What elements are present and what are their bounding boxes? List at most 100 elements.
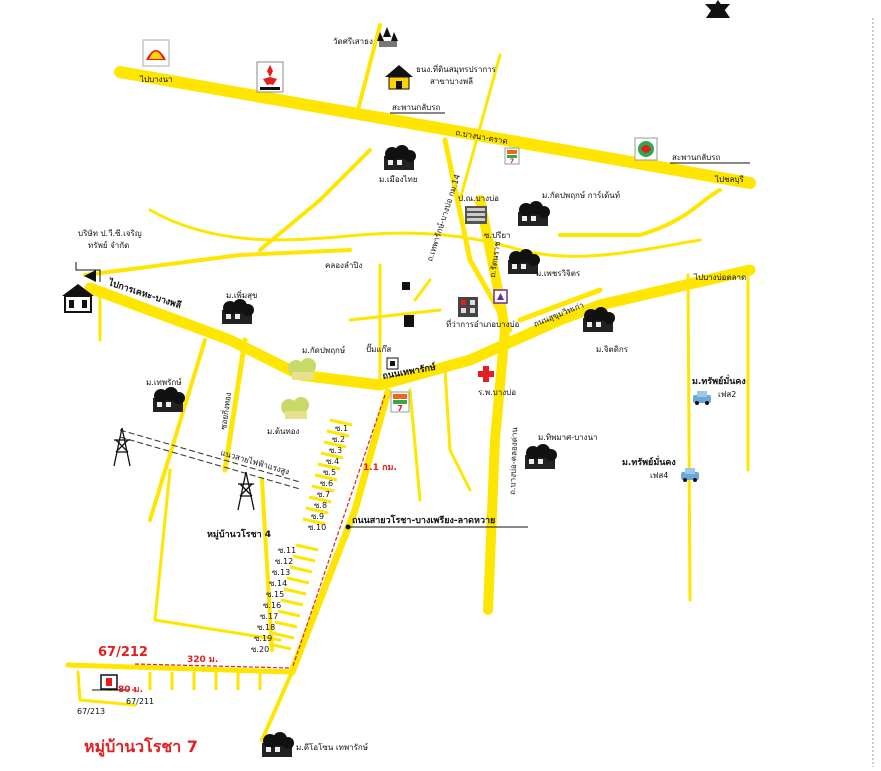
- label-to-chonburi: ไปชลบุรี: [714, 175, 745, 184]
- label-sai-road: ถนนสายวโรชา-บางเพรียง-ลาดหวาย: [352, 514, 495, 526]
- label-bang-bor-canal: ถ.บางบ่อ-คลองด่าน: [508, 427, 519, 496]
- label-village7: หมู่บ้านวโรชา 7: [84, 736, 198, 758]
- road-bottom: [65, 662, 295, 675]
- road-left-lower: [153, 468, 282, 642]
- label-village4: หมู่บ้านวโรชา 4: [207, 528, 271, 540]
- soi-label: ซ.18: [257, 623, 275, 632]
- label-petch-vichit: ม.เพชรวิจิตร: [536, 269, 581, 278]
- village-tree-icons: [153, 145, 615, 757]
- soi-label: ซ.20: [251, 645, 269, 654]
- company-arrow: [84, 270, 96, 282]
- label-plot-67212: 67/212: [98, 645, 148, 660]
- soi-label: ซ.13: [272, 568, 290, 577]
- label-plot-67213: 67/213: [77, 707, 105, 716]
- soi-label: ซ.3: [329, 446, 342, 455]
- road-right-v1: [686, 273, 692, 602]
- label-tippamas: ม.ทิพมาศ-บางนา: [538, 433, 598, 442]
- soi-labels-upper: ซ.1 ซ.2 ซ.3 ซ.4 ซ.5 ซ.6 ซ.7 ซ.8 ซ.9 ซ.10: [308, 424, 348, 532]
- label-bank-line2: สาขาบางพลี: [430, 77, 473, 86]
- road-right-curve: [558, 188, 722, 237]
- soi-label: ซ.10: [308, 523, 326, 532]
- road-upper-2: [258, 148, 372, 252]
- soi-labels-lower: ซ.11 ซ.12 ซ.13 ซ.14 ซ.15 ซ.16 ซ.17 ซ.18 …: [251, 546, 296, 654]
- road-upper-3: [458, 53, 502, 202]
- road-bottom-down: [260, 670, 294, 742]
- tree-icon: [583, 307, 615, 332]
- label-company-line1: บริษัท ป.วี.ซี.เจริญ: [78, 229, 142, 238]
- label-plot-67211: 67/211: [126, 697, 154, 706]
- tree-icon: [153, 387, 185, 412]
- soi-label: ซ.12: [275, 557, 293, 566]
- label-bank-line1: ธนง.ที่ดินสมุทรปราการ: [416, 63, 497, 74]
- road-district-4: [408, 388, 422, 502]
- label-to-bangna: ไปบางนา: [139, 75, 173, 84]
- soi-label: ซ.9: [311, 512, 324, 521]
- district-office-building-icon: [458, 297, 478, 317]
- road-upper-4: [148, 208, 702, 258]
- car-icon-2: [681, 468, 699, 482]
- label-tepvarak-road: ถ.เทพารักษ์-บางบ่อ กม.14: [424, 173, 462, 263]
- temple-icon: [377, 27, 398, 47]
- label-post-office: ป.ณ.บางบ่อ: [458, 194, 499, 203]
- power-tower-icon: [113, 427, 131, 467]
- road-left-soi: [148, 338, 207, 522]
- soi-label: ซ.16: [263, 601, 281, 610]
- label-gas-station: ปั๊มแก๊ส: [366, 343, 391, 354]
- shell-logo-icon: [142, 39, 170, 67]
- small-building-icon-2: [402, 282, 410, 290]
- label-hospital: ร.พ.บางบ่อ: [478, 388, 516, 397]
- seven-eleven-icon-2: 7: [390, 391, 410, 413]
- power-line: [119, 429, 301, 490]
- small-building-icon: [404, 315, 414, 327]
- label-thonthong: ม.ต้นทอง: [267, 427, 300, 436]
- label-district-office: ที่ว่าการอำเภอบางบ่อ: [446, 318, 520, 329]
- soi-label: ซ.8: [314, 501, 327, 510]
- ptt-icon: [634, 137, 658, 161]
- tree-icon-light-2: [281, 397, 309, 419]
- soi-label: ซ.1: [335, 424, 348, 433]
- plot-marker: [92, 674, 125, 691]
- road-bottom-loop: [76, 670, 137, 707]
- svg-text:7: 7: [510, 158, 514, 165]
- label-soi-preeya: ซ.ปรียา: [484, 231, 511, 240]
- road-marker-dot: [345, 524, 351, 530]
- soi-label: ซ.4: [326, 457, 339, 466]
- road-bangna-trad: [114, 66, 756, 189]
- tree-icon: [222, 299, 254, 324]
- soi-label: ซ.2: [332, 435, 345, 444]
- label-bridge2: สะพานกลับรถ: [672, 153, 721, 162]
- road-varocha: [288, 388, 392, 676]
- label-sdaeng: ม.เทพรักษ์: [146, 377, 182, 387]
- road-district-5: [413, 278, 432, 302]
- label-distance-320: 320 ม.: [187, 655, 218, 665]
- soi-label: ซ.19: [254, 634, 272, 643]
- label-company-line2: ทรัพย์ จำกัด: [88, 240, 129, 250]
- post-office-building-icon: [465, 206, 487, 224]
- label-kitpakorn-garden: ม.กัดปพฤกษ์ การ์เด้นท์: [542, 190, 620, 200]
- label-sap-mankong2: ม.ทรัพย์มั่นคง: [692, 374, 746, 387]
- label-distance-1-1: 1.1 กม.: [363, 463, 397, 473]
- road-left-village: [260, 478, 274, 652]
- svg-text:7: 7: [397, 404, 403, 413]
- tree-icon: [262, 732, 294, 757]
- soi-label: ซ.5: [323, 468, 336, 477]
- label-distance-80: 80 ม.: [118, 685, 143, 695]
- seven-eleven-icon: 7: [504, 147, 520, 165]
- label-dilothon: ม.ดีโอโซน เทพารักษ์: [296, 742, 368, 752]
- label-power-line: แนวสายไฟฟ้าแรงสูง: [219, 448, 290, 477]
- label-bridge1: สะพานกลับรถ: [392, 103, 441, 112]
- label-canal: คลองลำปิง: [325, 261, 362, 270]
- roads: [65, 23, 756, 742]
- label-phase2: เฟส2: [718, 390, 736, 399]
- road-tepvarak-bangbor: [442, 137, 513, 333]
- bank-sign-icon: [493, 289, 508, 304]
- tree-icon: [384, 145, 416, 170]
- label-muang-thai: ม.เมืองไทย: [379, 175, 418, 184]
- label-phase4: เฟส4: [650, 471, 668, 480]
- soi-label: ซ.6: [320, 479, 333, 488]
- road-kingthong: [222, 337, 248, 473]
- company-pointer: [75, 262, 101, 282]
- label-kitpakorn: ม.กัดปพฤกษ์: [302, 345, 345, 355]
- road-district-2: [348, 308, 442, 322]
